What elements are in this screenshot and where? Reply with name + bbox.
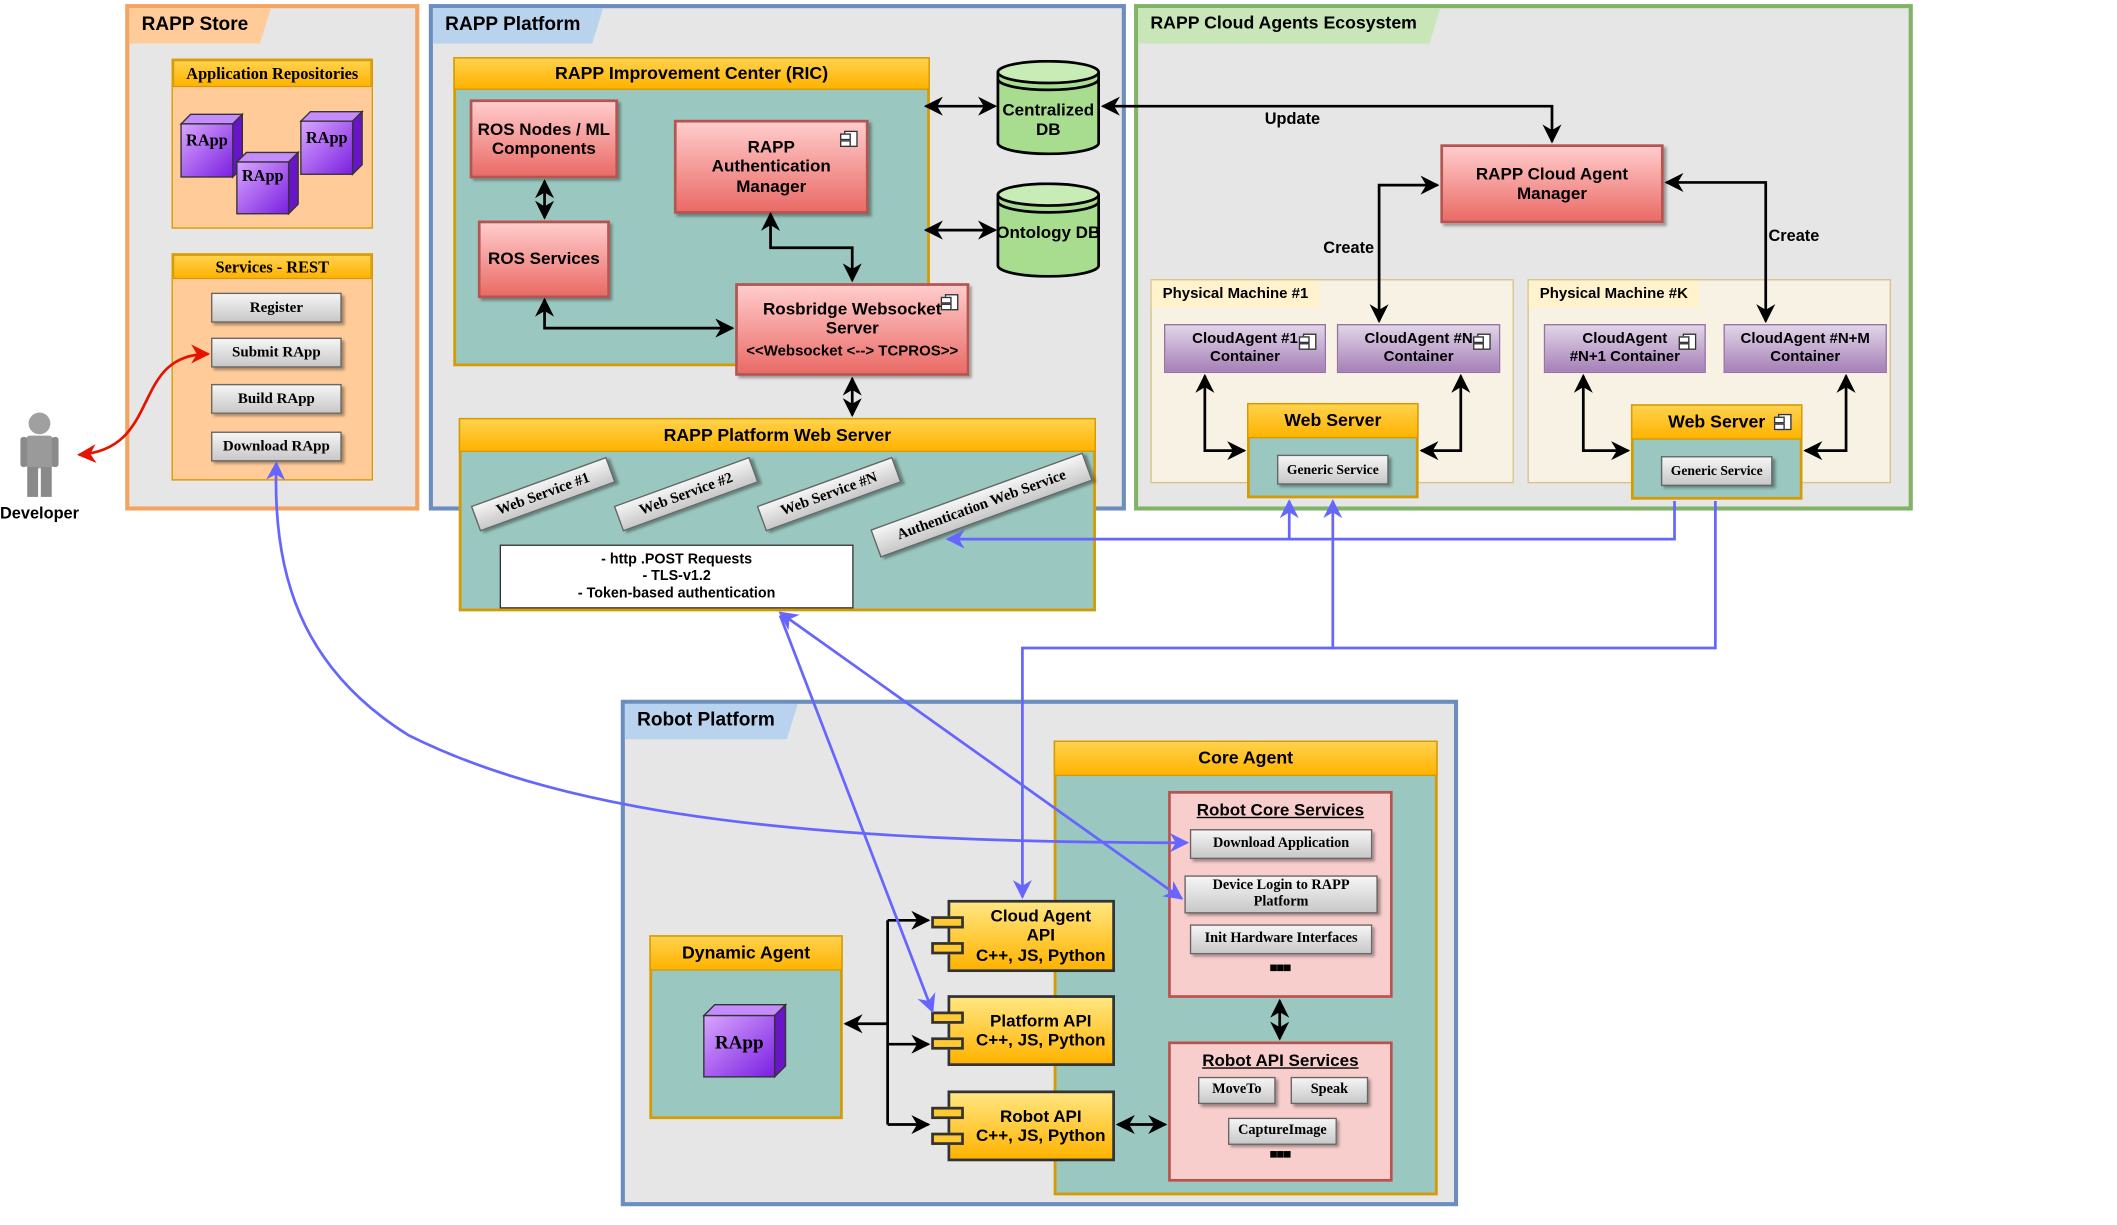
- application-repositories-title: Application Repositories: [172, 59, 372, 88]
- database-icon: [996, 59, 1101, 156]
- cloud-agent-api[interactable]: Cloud Agent API C++, JS, Python: [947, 899, 1115, 973]
- rosbridge-box[interactable]: Rosbridge Websocket Server <<Websocket <…: [735, 283, 970, 376]
- database-icon: [996, 182, 1101, 278]
- create-right-label: Create: [1768, 225, 1820, 246]
- ontology-db-label: Ontology DB: [996, 223, 1101, 243]
- component-tab: [931, 1106, 964, 1120]
- platform-web-server-title: RAPP Platform Web Server: [458, 417, 1096, 452]
- web-server-1-title: Web Server: [1247, 402, 1419, 439]
- register-button[interactable]: Register: [211, 292, 342, 323]
- component-icon: [940, 294, 959, 311]
- robot-api-line2: C++, JS, Python: [975, 1125, 1106, 1145]
- platform-api[interactable]: Platform API C++, JS, Python: [947, 995, 1115, 1066]
- rapp-label-1: RApp: [186, 130, 228, 150]
- cloud-ecosystem-title: RAPP Cloud Agents Ecosystem: [1138, 8, 1440, 44]
- component-tab: [931, 1011, 964, 1024]
- generic-service-k[interactable]: Generic Service: [1660, 456, 1773, 487]
- robot-api-services-title: Robot API Services: [1202, 1051, 1359, 1071]
- cloudagent-n-container[interactable]: CloudAgent #N Container: [1336, 324, 1501, 374]
- centralized-db[interactable]: Centralized DB: [995, 59, 1101, 156]
- rapp-label-3: RApp: [305, 127, 348, 148]
- init-hardware-button[interactable]: Init Hardware Interfaces: [1189, 924, 1373, 955]
- robot-api[interactable]: Robot API C++, JS, Python: [947, 1090, 1115, 1162]
- build-rapp-button[interactable]: Build RApp: [211, 383, 342, 414]
- cloud-agent-api-line1: Cloud Agent: [990, 906, 1092, 926]
- rapp-label-2: RApp: [241, 166, 284, 186]
- ric-title: RAPP Improvement Center (RIC): [453, 57, 930, 90]
- rapp-store-title: RAPP Store: [129, 8, 272, 44]
- ontology-db[interactable]: Ontology DB: [995, 182, 1101, 278]
- component-icon: [1773, 413, 1792, 431]
- ros-nodes-box[interactable]: ROS Nodes / ML Components: [469, 99, 619, 179]
- rapp-platform-title: RAPP Platform: [432, 8, 605, 44]
- dynamic-agent-title: Dynamic Agent: [649, 935, 843, 971]
- api-services-ellipsis: ■■■: [1269, 1147, 1291, 1163]
- centralized-db-label: Centralized DB: [1002, 100, 1095, 140]
- cloudagent-nm-container[interactable]: CloudAgent #N+M Container: [1723, 324, 1887, 374]
- ros-services-box[interactable]: ROS Services: [477, 220, 610, 299]
- platform-api-line2: C++, JS, Python: [975, 1030, 1106, 1050]
- dynamic-rapp-label: RApp: [714, 1033, 764, 1054]
- rapp-cube-3: [299, 109, 364, 176]
- cloudagent-n1-label: CloudAgent #N+1 Container: [1569, 331, 1680, 365]
- component-tab: [931, 916, 964, 929]
- component-tab: [931, 942, 964, 955]
- developer-label: Developer: [0, 503, 80, 523]
- component-tab: [931, 1037, 964, 1050]
- cloud-agent-api-line2: API: [1026, 926, 1055, 946]
- rapp-cube-dynamic: [702, 1003, 788, 1079]
- services-rest-title: Services - REST: [172, 254, 372, 280]
- core-services-ellipsis: ■■■: [1269, 961, 1291, 977]
- rosbridge-subtitle: <<Websocket <--> TCPROS>>: [746, 342, 959, 359]
- robot-api-services: Robot API Services: [1168, 1041, 1393, 1182]
- auth-manager-label: RAPP Authentication Manager: [711, 137, 831, 196]
- component-icon: [839, 130, 858, 148]
- component-icon: [1473, 333, 1491, 350]
- create-left-label: Create: [1323, 238, 1375, 258]
- cloud-agent-manager[interactable]: RAPP Cloud Agent Manager: [1440, 144, 1664, 224]
- rosbridge-label: Rosbridge Websocket Server: [763, 299, 942, 338]
- captureimage-button[interactable]: CaptureImage: [1227, 1117, 1337, 1145]
- component-tab: [931, 1132, 964, 1145]
- web-server-k: Web Server: [1630, 404, 1803, 500]
- cloud-agent-api-line3: C++, JS, Python: [975, 945, 1106, 965]
- speak-button[interactable]: Speak: [1290, 1076, 1369, 1105]
- component-icon: [1298, 333, 1317, 350]
- cloudagent-nm-label: CloudAgent #N+M Container: [1740, 331, 1870, 365]
- cloudagent-n1-container[interactable]: CloudAgent #N+1 Container: [1543, 324, 1706, 374]
- component-icon: [1678, 333, 1697, 350]
- rapp-cube-2: [235, 150, 300, 216]
- update-label: Update: [1264, 108, 1321, 128]
- cloudagent-1-label: CloudAgent #1 Container: [1192, 331, 1298, 365]
- moveto-button[interactable]: MoveTo: [1198, 1076, 1276, 1105]
- submit-rapp-button[interactable]: Submit RApp: [211, 337, 342, 368]
- download-rapp-button[interactable]: Download RApp: [211, 431, 342, 462]
- auth-manager-box[interactable]: RAPP Authentication Manager: [673, 119, 869, 214]
- developer-icon: [20, 412, 59, 497]
- robot-api-line1: Robot API: [999, 1106, 1082, 1126]
- web-server-1: Web Server: [1247, 402, 1419, 499]
- cloudagent-1-container[interactable]: CloudAgent #1 Container: [1163, 324, 1327, 374]
- physical-machine-1-title: Physical Machine #1: [1151, 280, 1320, 308]
- generic-service-1[interactable]: Generic Service: [1276, 454, 1389, 485]
- platform-api-line1: Platform API: [990, 1011, 1092, 1031]
- cloudagent-n-label: CloudAgent #N Container: [1364, 331, 1473, 365]
